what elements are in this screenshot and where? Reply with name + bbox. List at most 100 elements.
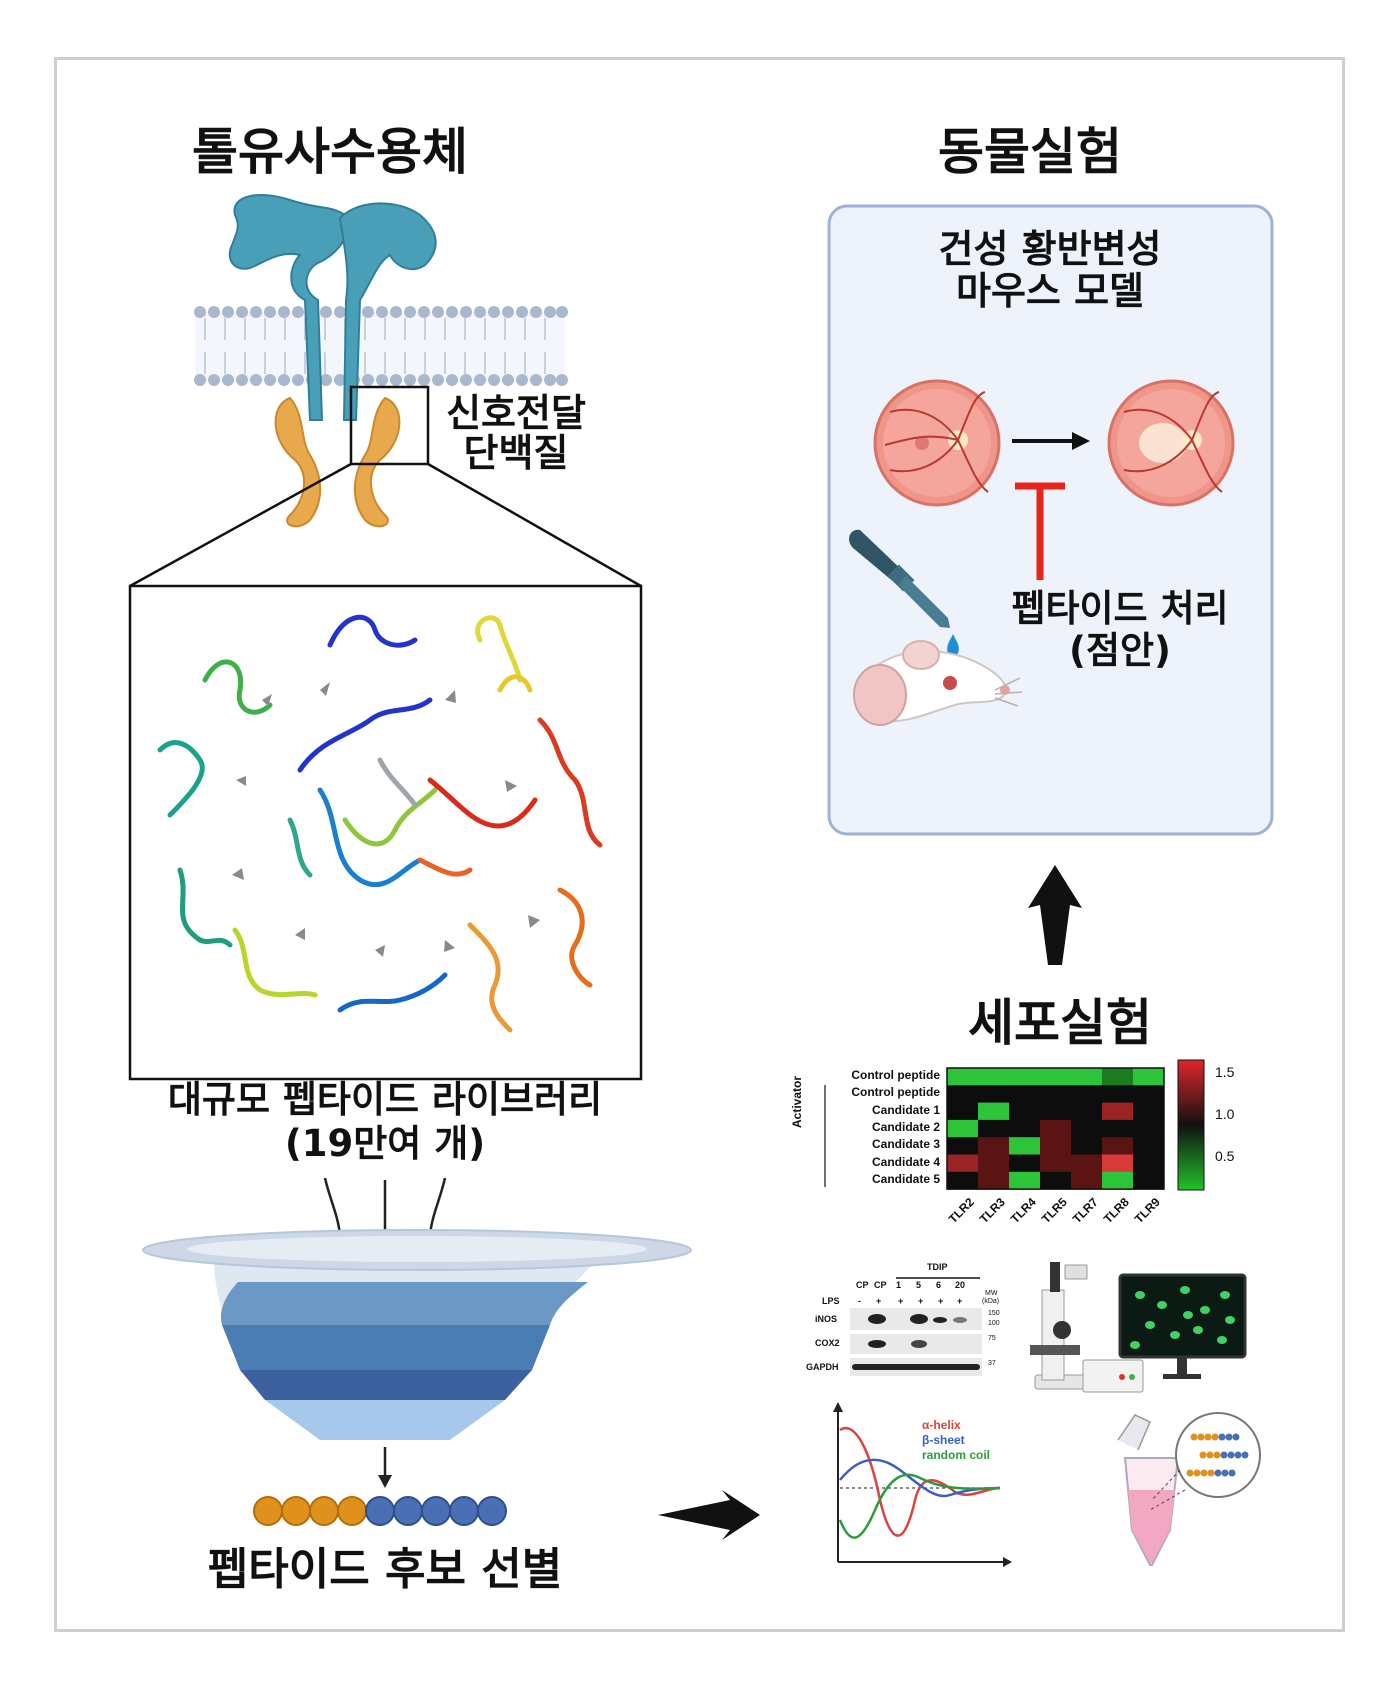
heatmap-cell [1040, 1068, 1072, 1086]
heatmap-cell [1133, 1171, 1165, 1190]
heatmap-cell [978, 1102, 1010, 1121]
western-col-label: 5 [916, 1280, 922, 1290]
heatmap-cell [1009, 1119, 1041, 1138]
signal-protein-line2: 단백질 [463, 431, 569, 475]
legend-beta-sheet: β-sheet [922, 1433, 965, 1447]
treatment-label: 펩타이드 처리 (점안) [975, 588, 1265, 672]
heatmap-side-label: Activator [790, 1075, 804, 1128]
western-lps-value: + [957, 1296, 963, 1306]
heatmap-cell [1009, 1171, 1041, 1190]
heatmap-cell [1102, 1085, 1134, 1104]
band-gapdh: GAPDH [806, 1362, 839, 1372]
heatmap-cell [1040, 1137, 1072, 1155]
treatment-line2: (점안) [1069, 629, 1171, 672]
mw-150: 150 [988, 1310, 1000, 1317]
colorbar-tick-3: 0.5 [1215, 1148, 1235, 1164]
heatmap-row-label: Candidate 3 [871, 1137, 940, 1152]
signal-protein-label: 신호전달 단백질 [436, 393, 596, 473]
model-line1: 건성 황반변성 [938, 227, 1162, 271]
heatmap [946, 1067, 1165, 1190]
heatmap-cell [1102, 1154, 1134, 1173]
signal-protein-line1: 신호전달 [446, 391, 586, 435]
western-lps-value: + [876, 1296, 882, 1306]
heatmap-cell [947, 1102, 979, 1121]
heatmap-cell [1040, 1119, 1072, 1138]
heatmap-cell [978, 1085, 1010, 1104]
heatmap-cell [1133, 1137, 1165, 1155]
mouse [853, 640, 1023, 726]
colorbar-tick-1: 1.5 [1215, 1064, 1235, 1080]
inhibition-symbol [1015, 482, 1065, 580]
library-label: 대규모 펩타이드 라이브러리 (19만여 개) [110, 1078, 660, 1166]
mw-unit: (kDa) [982, 1298, 1000, 1305]
western-lps-value: + [938, 1296, 944, 1306]
scatter-arrows [232, 682, 540, 957]
heatmap-cell [978, 1154, 1010, 1173]
retina-healthy [873, 379, 1001, 507]
heatmap-row-label: Control peptide [851, 1085, 940, 1100]
heatmap-colorbar [1177, 1059, 1205, 1191]
western-lps-value: - [858, 1296, 861, 1306]
zoom-indicator [129, 385, 642, 588]
eye-dropper [849, 529, 959, 656]
colorbar-tick-2: 1.0 [1215, 1106, 1235, 1122]
legend-random-coil: random coil [922, 1448, 991, 1462]
western-lps-value: + [898, 1296, 904, 1306]
cd-spectrum-plot [833, 1402, 1012, 1567]
heatmap-cell [1071, 1171, 1103, 1190]
western-lps-value: + [918, 1296, 924, 1306]
animal-experiment-title: 동물실험 [938, 123, 1122, 181]
heatmap-cell [1071, 1154, 1103, 1173]
funnel-output-arrowhead [378, 1475, 392, 1488]
mw-100: 100 [988, 1320, 1000, 1327]
progression-arrowhead [1072, 432, 1090, 450]
western-col-label: CP [874, 1280, 887, 1290]
heatmap-cell [1009, 1137, 1041, 1155]
toll-like-receptor [228, 194, 437, 421]
western-col-label: 1 [896, 1280, 902, 1290]
heatmap-cell [1133, 1119, 1165, 1138]
model-line2: 마우스 모델 [955, 269, 1145, 313]
heatmap-cell [1009, 1085, 1041, 1104]
heatmap-cell [978, 1137, 1010, 1155]
western-col-label: 6 [936, 1280, 942, 1290]
legend-alpha-helix: α-helix [922, 1418, 961, 1432]
heatmap-cell [978, 1068, 1010, 1086]
sample-tube [1117, 1412, 1261, 1566]
western-col-label: 20 [955, 1280, 966, 1290]
protein-structure-box [128, 584, 643, 1081]
heatmap-cell [1009, 1102, 1041, 1121]
mw-75: 75 [988, 1335, 996, 1342]
heatmap-cell [1071, 1068, 1103, 1086]
library-arrows [323, 1177, 447, 1236]
heatmap-row-label: Candidate 1 [871, 1102, 940, 1117]
heatmap-cell [1071, 1137, 1103, 1155]
screening-funnel [142, 1229, 692, 1440]
library-line2: (19만여 개) [284, 1122, 486, 1165]
western-col-label: CP [856, 1280, 869, 1290]
heatmap-cell [1102, 1102, 1134, 1121]
heatmap-cell [1071, 1102, 1103, 1121]
tdip-header: TDIP [927, 1262, 948, 1272]
heatmap-cell [1102, 1119, 1134, 1138]
heatmap-cell [1133, 1102, 1165, 1121]
microscope [1030, 1262, 1144, 1393]
treatment-line1: 펩타이드 처리 [1011, 587, 1229, 630]
heatmap-cell [1071, 1119, 1103, 1138]
heatmap-cell [1040, 1171, 1072, 1190]
cell-experiment-title: 세포실험 [968, 994, 1152, 1052]
library-line1: 대규모 펩타이드 라이브러리 [167, 1078, 603, 1121]
peptide-fragments [157, 614, 603, 1033]
receptor-title: 톨유사수용체 [192, 123, 468, 181]
heatmap-cell [978, 1119, 1010, 1138]
flow-arrow-right [658, 1490, 760, 1540]
model-label: 건성 황반변성 마우스 모델 [870, 228, 1230, 312]
heatmap-cell [1133, 1085, 1165, 1104]
lps-label: LPS [822, 1296, 840, 1306]
heatmap-cell [1040, 1154, 1072, 1173]
heatmap-row-label: Control peptide [851, 1068, 940, 1082]
heatmap-cell [1102, 1137, 1134, 1155]
mw-header: MW [985, 1290, 998, 1297]
heatmap-row-label: Candidate 2 [871, 1119, 940, 1134]
